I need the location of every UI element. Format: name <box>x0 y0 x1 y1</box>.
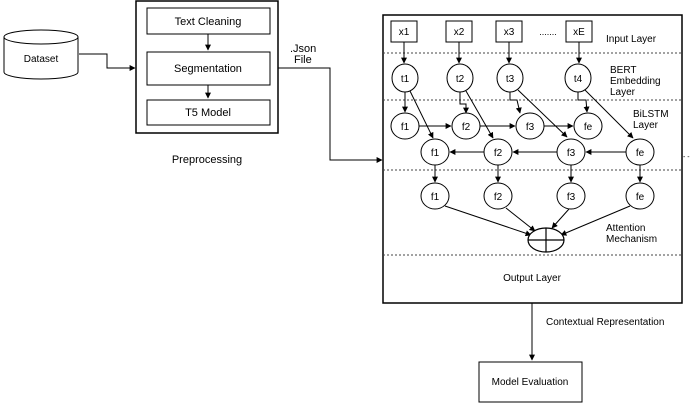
arrow <box>505 207 536 232</box>
preprocessing-caption: Preprocessing <box>172 154 242 166</box>
json-label: .Json <box>290 43 316 55</box>
output-node-label: f2 <box>494 192 503 203</box>
dataset-to-preprocessing-arrow <box>79 53 136 71</box>
embedding-label: t4 <box>574 74 583 85</box>
output-node-row: f1 f2 f3 fe <box>420 182 655 210</box>
model-evaluation-label: Model Evaluation <box>492 377 569 388</box>
attention-sum-node <box>527 227 565 253</box>
output-node-label: f3 <box>567 192 576 203</box>
segmentation-label: Segmentation <box>174 63 242 75</box>
input-label: x3 <box>504 27 515 38</box>
arrow <box>560 205 631 236</box>
file-label: File <box>294 54 312 66</box>
forward-lstm-label: f3 <box>526 122 535 133</box>
input-label: xE <box>573 27 585 38</box>
bilstm-label: BiLSTM <box>633 109 669 120</box>
layer-label-text: Layer <box>610 87 636 98</box>
bert-embedding-layer: t1 t2 t3 t4 <box>391 63 592 93</box>
bert-label: BERT <box>610 65 637 76</box>
dataset-label: Dataset <box>24 54 59 65</box>
backward-lstm-label: f2 <box>494 148 503 159</box>
arrow <box>459 92 469 114</box>
t5-model-label: T5 Model <box>185 107 231 119</box>
forward-lstm-node <box>573 112 603 140</box>
arrow <box>444 205 532 237</box>
forward-lstm-label: f2 <box>462 122 471 133</box>
output-layer-label: Output Layer <box>503 273 561 284</box>
embedding-label: t1 <box>401 74 410 85</box>
input-layer-label: Input Layer <box>606 34 657 45</box>
arrow <box>577 92 590 113</box>
arrow <box>517 89 568 138</box>
backward-lstm-row: f1 f2 f3 fe <box>420 138 655 166</box>
output-node <box>420 182 450 210</box>
input-label: x1 <box>399 27 410 38</box>
mechanism-label: Mechanism <box>606 234 657 245</box>
output-node <box>556 182 586 210</box>
output-node-label: f1 <box>431 192 440 203</box>
output-node-label: fe <box>636 192 645 203</box>
arrow <box>465 90 494 139</box>
model-evaluation-box <box>478 361 583 403</box>
forward-lstm-label: f1 <box>401 122 410 133</box>
arrow <box>509 92 522 114</box>
backward-lstm-label: f3 <box>567 148 576 159</box>
ellipsis: ....... <box>539 27 557 37</box>
output-node <box>625 182 655 210</box>
dash-mark: - - <box>683 154 690 161</box>
input-label: x2 <box>454 27 465 38</box>
bilstm-layer-label: Layer <box>633 120 659 131</box>
forward-lstm-label: fe <box>584 122 593 133</box>
text-cleaning-box <box>146 7 271 35</box>
backward-lstm-label: fe <box>636 148 645 159</box>
embedding-label: t3 <box>506 74 515 85</box>
t5-model-box <box>146 99 271 126</box>
arrow <box>409 90 434 139</box>
attention-label: Attention <box>606 223 645 234</box>
forward-lstm-row: f1 f2 f3 fe <box>390 112 603 140</box>
arrow <box>551 208 570 229</box>
contextual-representation-label: Contextual Representation <box>546 317 664 328</box>
output-node <box>483 182 513 210</box>
dataset-cylinder: Dataset <box>3 29 79 80</box>
embedding-label: t2 <box>456 74 465 85</box>
text-cleaning-label: Text Cleaning <box>175 16 242 28</box>
arrow <box>584 89 634 139</box>
preprocessing-to-model-arrow <box>278 67 383 163</box>
backward-lstm-label: f1 <box>431 148 440 159</box>
embedding-label-text: Embedding <box>610 76 661 87</box>
